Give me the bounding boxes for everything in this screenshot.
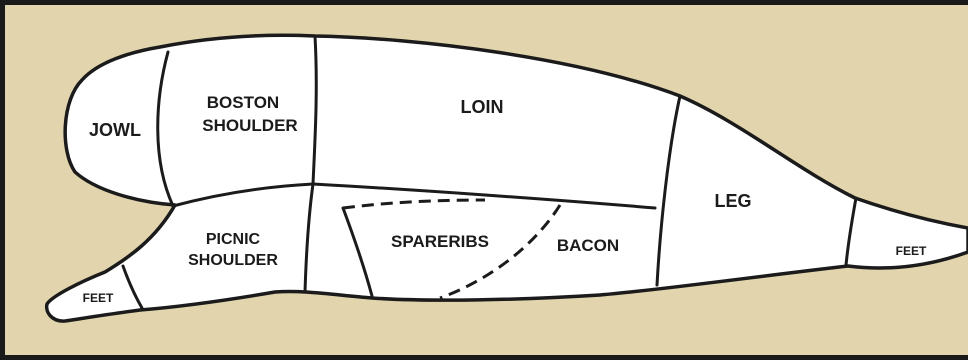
rear-feet-label: FEET xyxy=(896,244,927,258)
front-feet-label: FEET xyxy=(83,291,114,305)
pig-body-outline xyxy=(47,35,968,321)
picnic-shoulder-label-line2: SHOULDER xyxy=(188,252,278,269)
bacon-label: BACON xyxy=(557,236,619,255)
spareribs-label: SPARERIBS xyxy=(391,232,489,251)
leg-label: LEG xyxy=(714,191,751,211)
picnic-shoulder-label-line1: PICNIC xyxy=(206,231,261,248)
loin-label: LOIN xyxy=(461,97,504,117)
boston-shoulder-label-line2: SHOULDER xyxy=(202,116,297,135)
boston-shoulder-label-line1: BOSTON xyxy=(207,93,279,112)
jowl-label: JOWL xyxy=(89,120,141,140)
